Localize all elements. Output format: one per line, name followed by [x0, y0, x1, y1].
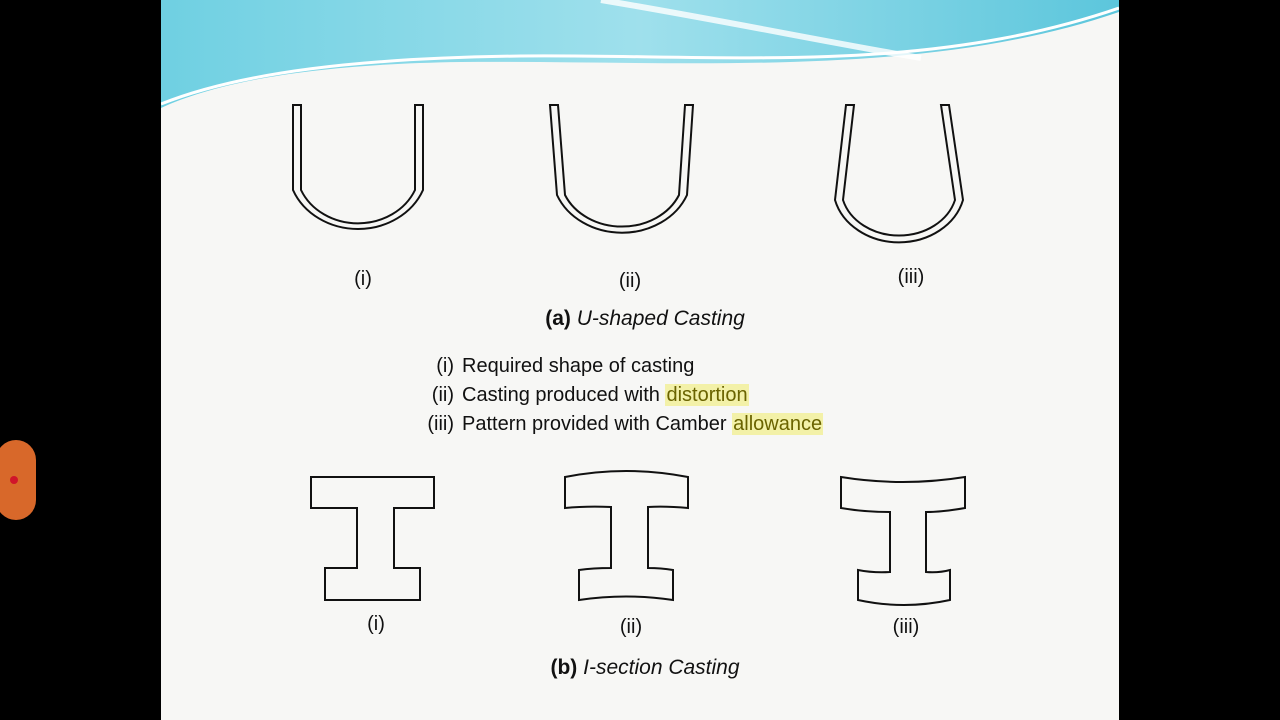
legend-item: (ii) Casting produced with distortion: [406, 381, 823, 410]
legend-text: Casting produced with: [462, 384, 660, 406]
i-section-distorted: [564, 470, 689, 602]
u-shape-required: [292, 104, 424, 230]
highlighted-word: allowance: [732, 413, 824, 435]
u-shape-distorted: [548, 104, 695, 234]
u-figure-label-3: (iii): [897, 266, 925, 288]
i-caption: (b) I-section Casting: [550, 656, 739, 680]
i-figure-label-1: (i): [367, 613, 385, 635]
legend: (i) Required shape of casting (ii) Casting…: [406, 352, 824, 439]
u-figure-label-2: (ii): [618, 270, 642, 292]
legend-item: (iii) Pattern provided with Camber allowa…: [406, 410, 824, 439]
highlighted-word: distortion: [665, 384, 749, 406]
legend-number: (i): [436, 355, 454, 377]
legend-text: Pattern provided with Camber: [462, 413, 727, 435]
legend-text: Required shape of casting: [462, 355, 695, 377]
u-shape-camber-pattern: [833, 104, 965, 244]
legend-item: (i) Required shape of casting: [406, 352, 823, 381]
legend-number: (ii): [431, 384, 454, 406]
i-caption-title: I-section Casting: [583, 656, 740, 679]
u-figure-label-1: (i): [354, 268, 372, 290]
u-caption-title: U-shaped Casting: [576, 307, 745, 330]
i-figure-label-3: (iii): [892, 616, 920, 638]
record-indicator-icon[interactable]: [0, 440, 36, 520]
u-caption: (a) U-shaped Casting: [545, 307, 745, 331]
i-section-camber-pattern: [840, 475, 966, 606]
u-caption-prefix: (a): [545, 307, 571, 330]
i-caption-prefix: (b): [550, 656, 578, 679]
slide-header-banner: [161, 0, 1119, 108]
i-section-required: [310, 476, 435, 601]
i-figure-label-2: (ii): [619, 616, 643, 638]
legend-number: (iii): [427, 413, 454, 435]
slide: (i) (ii) (iii) (a) U-shaped Casting (i) R…: [161, 0, 1119, 720]
casting-figures: [292, 104, 966, 606]
